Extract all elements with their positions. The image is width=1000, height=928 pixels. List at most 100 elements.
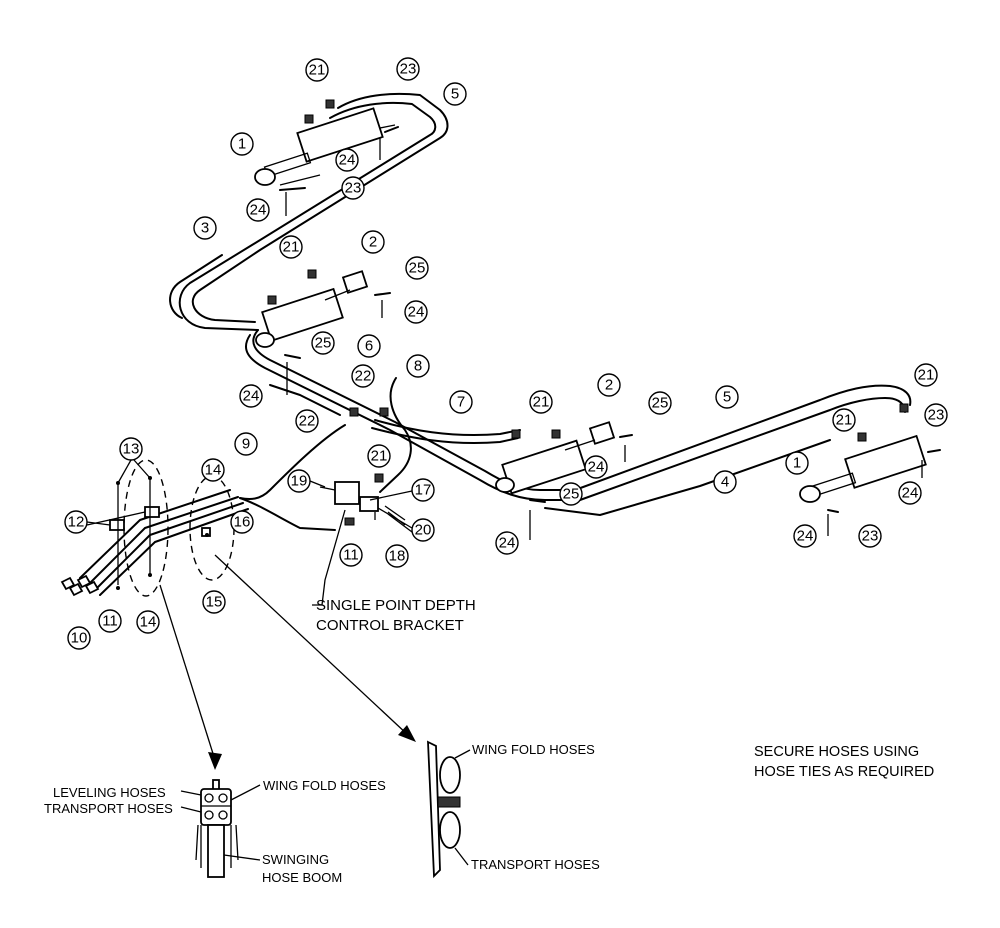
svg-text:7: 7 bbox=[457, 394, 465, 411]
svg-text:14: 14 bbox=[205, 462, 222, 479]
wing-hose-labels: WING FOLD HOSES TRANSPORT HOSES bbox=[471, 742, 600, 872]
callout-25b: 25 bbox=[311, 331, 335, 355]
svg-text:24: 24 bbox=[588, 459, 605, 476]
callout-17: 17 bbox=[411, 478, 435, 502]
callout-21d: 21 bbox=[367, 444, 391, 468]
callout-2a: 2 bbox=[361, 230, 385, 254]
cylinder-middle bbox=[255, 270, 369, 348]
svg-text:24: 24 bbox=[339, 152, 356, 169]
callout-6: 6 bbox=[357, 334, 381, 358]
svg-text:21: 21 bbox=[371, 448, 388, 465]
svg-text:17: 17 bbox=[415, 482, 432, 499]
svg-text:21: 21 bbox=[309, 62, 326, 79]
callout-22b: 22 bbox=[295, 409, 319, 433]
callout-18: 18 bbox=[385, 544, 409, 568]
bracket-label-line1: SINGLE POINT DEPTH bbox=[316, 597, 476, 614]
svg-text:11: 11 bbox=[102, 613, 118, 630]
callout-16: 16 bbox=[230, 510, 254, 534]
svg-text:21: 21 bbox=[836, 412, 853, 429]
svg-text:3: 3 bbox=[201, 220, 209, 237]
callout-4: 4 bbox=[713, 470, 737, 494]
svg-text:12: 12 bbox=[68, 514, 85, 531]
svg-text:16: 16 bbox=[234, 514, 251, 531]
svg-text:24: 24 bbox=[902, 485, 919, 502]
svg-text:21: 21 bbox=[283, 239, 300, 256]
svg-text:23: 23 bbox=[862, 528, 879, 545]
callout-24e: 24 bbox=[584, 455, 608, 479]
callout-21f: 21 bbox=[832, 408, 856, 432]
detail-arrows bbox=[159, 554, 416, 770]
callout-25c: 25 bbox=[648, 391, 672, 415]
svg-text:24: 24 bbox=[408, 304, 425, 321]
callout-7: 7 bbox=[449, 390, 473, 414]
callout-24a: 24 bbox=[335, 148, 359, 172]
svg-text:24: 24 bbox=[243, 388, 260, 405]
wing-fold-hoses-left-label: WING FOLD HOSES bbox=[263, 778, 386, 793]
callout-20: 20 bbox=[411, 518, 435, 542]
callout-21a: 21 bbox=[305, 58, 329, 82]
callout-13: 13 bbox=[119, 437, 143, 461]
callout-24b: 24 bbox=[246, 198, 270, 222]
bracket-label: SINGLE POINT DEPTH CONTROL BRACKET bbox=[316, 597, 476, 634]
callout-24h: 24 bbox=[793, 524, 817, 548]
cylinder-upper bbox=[254, 107, 396, 186]
hose-lines bbox=[79, 92, 912, 596]
svg-text:23: 23 bbox=[400, 61, 417, 78]
wing-fold-hoses-right-label: WING FOLD HOSES bbox=[472, 742, 595, 757]
leveling-hoses-label: LEVELING HOSES bbox=[53, 785, 166, 800]
callout-25a: 25 bbox=[405, 256, 429, 280]
svg-text:18: 18 bbox=[389, 548, 406, 565]
leader-lines bbox=[86, 459, 413, 533]
callout-14a: 14 bbox=[201, 458, 225, 482]
cylinder-far-right bbox=[799, 434, 927, 503]
svg-text:23: 23 bbox=[928, 407, 945, 424]
callout-24f: 24 bbox=[495, 531, 519, 555]
svg-text:11: 11 bbox=[343, 547, 359, 564]
svg-text:23: 23 bbox=[345, 180, 362, 197]
svg-text:24: 24 bbox=[499, 535, 516, 552]
callout-23c: 23 bbox=[924, 403, 948, 427]
svg-text:13: 13 bbox=[123, 441, 140, 458]
svg-text:21: 21 bbox=[533, 394, 550, 411]
bracket-label-line2: CONTROL BRACKET bbox=[316, 617, 464, 634]
svg-text:5: 5 bbox=[451, 86, 459, 103]
callout-9: 9 bbox=[234, 432, 258, 456]
callout-23b: 23 bbox=[341, 176, 365, 200]
callout-5a: 5 bbox=[443, 82, 467, 106]
callout-3: 3 bbox=[193, 216, 217, 240]
callout-11b: 11 bbox=[339, 543, 363, 567]
hose-clamps bbox=[60, 459, 235, 597]
svg-text:25: 25 bbox=[563, 486, 580, 503]
callout-1a: 1 bbox=[230, 132, 254, 156]
note-line1: SECURE HOSES USING bbox=[754, 744, 919, 760]
hose-boom-detail bbox=[180, 779, 261, 878]
callout-10: 10 bbox=[67, 626, 91, 650]
svg-text:19: 19 bbox=[291, 473, 308, 490]
callout-22a: 22 bbox=[351, 364, 375, 388]
assembly-note: SECURE HOSES USING HOSE TIES AS REQUIRED bbox=[754, 744, 934, 780]
svg-text:22: 22 bbox=[355, 368, 372, 385]
swinging-label-line2: HOSE BOOM bbox=[262, 870, 342, 885]
svg-text:15: 15 bbox=[206, 594, 223, 611]
pins-and-bolts bbox=[279, 126, 941, 540]
callout-21c: 21 bbox=[529, 390, 553, 414]
transport-hoses-left-label: TRANSPORT HOSES bbox=[44, 801, 173, 816]
svg-text:24: 24 bbox=[797, 528, 814, 545]
svg-text:4: 4 bbox=[721, 474, 729, 491]
svg-text:1: 1 bbox=[238, 136, 246, 153]
svg-text:21: 21 bbox=[918, 367, 935, 384]
svg-text:25: 25 bbox=[652, 395, 669, 412]
callout-21e: 21 bbox=[914, 363, 938, 387]
callout-24d: 24 bbox=[239, 384, 263, 408]
svg-text:5: 5 bbox=[723, 389, 731, 406]
transport-hoses-right-label: TRANSPORT HOSES bbox=[471, 857, 600, 872]
svg-text:1: 1 bbox=[793, 455, 801, 472]
svg-text:20: 20 bbox=[415, 522, 432, 539]
svg-text:14: 14 bbox=[140, 614, 157, 631]
svg-text:2: 2 bbox=[605, 377, 613, 394]
callout-5b: 5 bbox=[715, 385, 739, 409]
callout-1b: 1 bbox=[785, 451, 809, 475]
depth-control-bracket bbox=[312, 481, 406, 606]
svg-text:6: 6 bbox=[365, 338, 373, 355]
